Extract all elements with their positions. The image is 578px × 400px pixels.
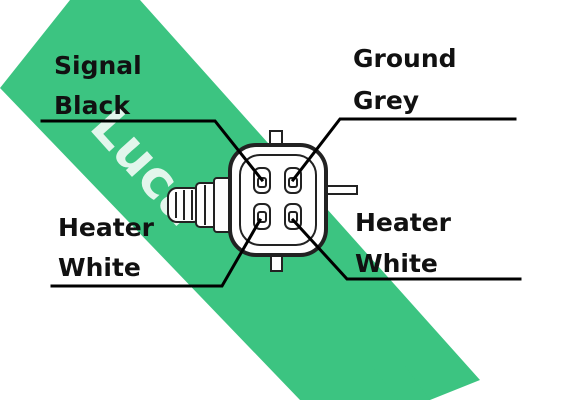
label-heater-right-name: Heater xyxy=(355,208,451,237)
label-heater-left-name: Heater xyxy=(58,213,154,242)
leader-ground xyxy=(290,117,517,183)
label-ground-color: Grey xyxy=(353,86,420,115)
label-ground-name: Ground xyxy=(353,44,457,73)
leader-heater-right xyxy=(290,217,522,281)
label-heater-left-color: White xyxy=(58,253,141,282)
watermark-band-tail xyxy=(372,366,430,400)
leader-heater-left xyxy=(50,217,263,288)
label-signal-name: Signal xyxy=(54,51,142,80)
leader-lines xyxy=(40,117,522,288)
right-latch xyxy=(323,185,358,195)
leader-signal xyxy=(40,119,265,183)
label-signal-color: Black xyxy=(54,91,130,120)
label-heater-right-color: White xyxy=(355,249,438,278)
